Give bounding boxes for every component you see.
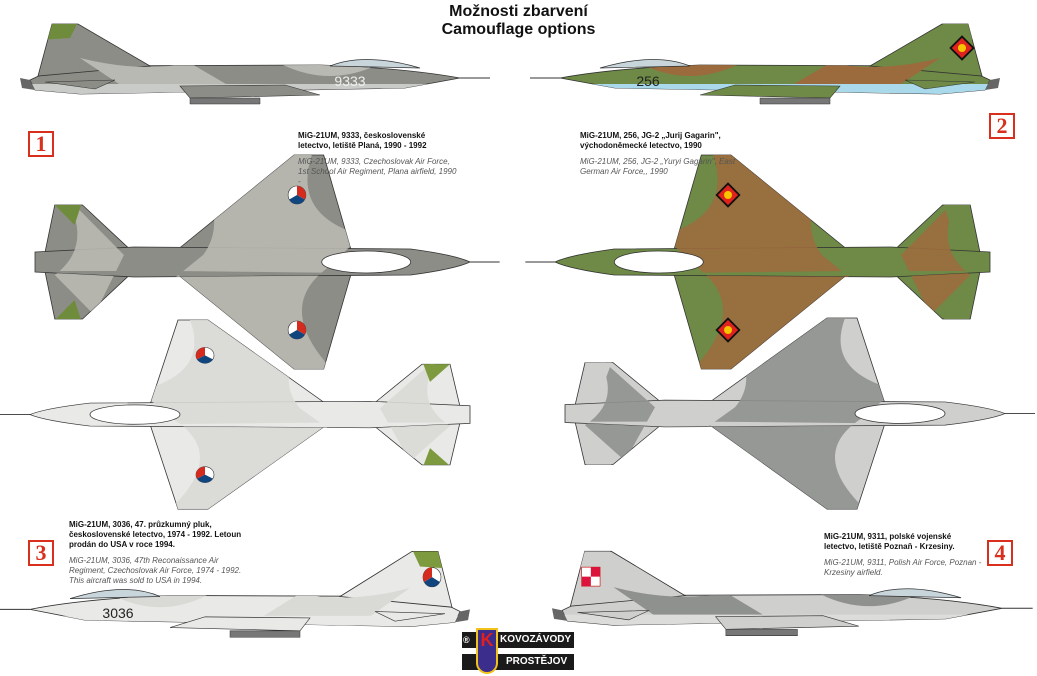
option-1-caption: MiG-21UM, 9333, československé letectvo,…	[298, 131, 458, 187]
logo-line-1: KOVOZÁVODY	[500, 634, 572, 645]
caption-czech: MiG-21UM, 3036, 47. průzkumný pluk, česk…	[69, 520, 242, 549]
option-4-badge: 4	[987, 540, 1013, 566]
option-3-side-view	[0, 551, 470, 638]
canopy	[329, 59, 421, 69]
caption-english: MiG-21UM, 9333, Czechoslovak Air Force, …	[298, 157, 457, 186]
option-4-caption: MiG-21UM, 9311, polské vojenské letectvo…	[824, 532, 984, 578]
option-4-bottom-view	[564, 317, 1035, 510]
kovozavody-prostejov-logo: ® KOVOZÁVODY PROSTĚJOV K	[462, 628, 574, 674]
canopy	[599, 59, 691, 69]
page-subtitle: Camouflage options	[441, 21, 596, 38]
canopy	[868, 588, 962, 599]
insignia	[949, 35, 975, 61]
insignia	[715, 182, 741, 208]
tail-number: 9333	[334, 73, 365, 89]
tail-number: 256	[636, 73, 660, 89]
logo-line-2: PROSTĚJOV	[506, 656, 568, 667]
insignia	[581, 566, 601, 587]
insignia	[195, 466, 215, 483]
caption-english: MiG-21UM, 256, JG-2 „Yuryi Gagarin", Eas…	[580, 157, 736, 176]
insignia	[715, 317, 741, 343]
tail-number: 3036	[102, 605, 133, 621]
shield-icon	[476, 628, 498, 674]
canopy	[69, 589, 161, 600]
canopy	[854, 403, 946, 424]
option-2-caption: MiG-21UM, 256, JG-2 „Jurij Gagarin", výc…	[580, 131, 740, 177]
insignia	[287, 185, 307, 205]
insignia	[195, 347, 215, 364]
logo-mark: K	[480, 630, 494, 650]
option-2-top-view	[525, 154, 991, 370]
caption-czech: MiG-21UM, 9311, polské vojenské letectvo…	[824, 532, 955, 551]
canopy	[89, 404, 181, 425]
option-1-side-view	[20, 23, 490, 105]
option-2-badge: 2	[989, 113, 1015, 139]
caption-english: MiG-21UM, 3036, 47th Reconaissance Air R…	[69, 556, 242, 585]
insignia	[287, 320, 307, 340]
option-2-side-view	[530, 23, 1000, 105]
caption-czech: MiG-21UM, 256, JG-2 „Jurij Gagarin", výc…	[580, 131, 721, 150]
option-3-badge: 3	[28, 540, 54, 566]
option-1-badge: 1	[28, 131, 54, 157]
caption-english: MiG-21UM, 9311, Polish Air Force, Poznan…	[824, 558, 982, 577]
option-3-bottom-view	[0, 319, 471, 510]
option-4-side-view	[552, 550, 1033, 636]
canopy	[613, 250, 704, 274]
option-3-caption: MiG-21UM, 3036, 47. průzkumný pluk, česk…	[69, 520, 249, 586]
caption-czech: MiG-21UM, 9333, československé letectvo,…	[298, 131, 427, 150]
page-title: Možnosti zbarvení	[449, 3, 588, 20]
option-1-top-view	[34, 154, 500, 370]
registered-mark: ®	[463, 635, 470, 645]
insignia	[422, 567, 442, 588]
canopy	[321, 250, 412, 274]
